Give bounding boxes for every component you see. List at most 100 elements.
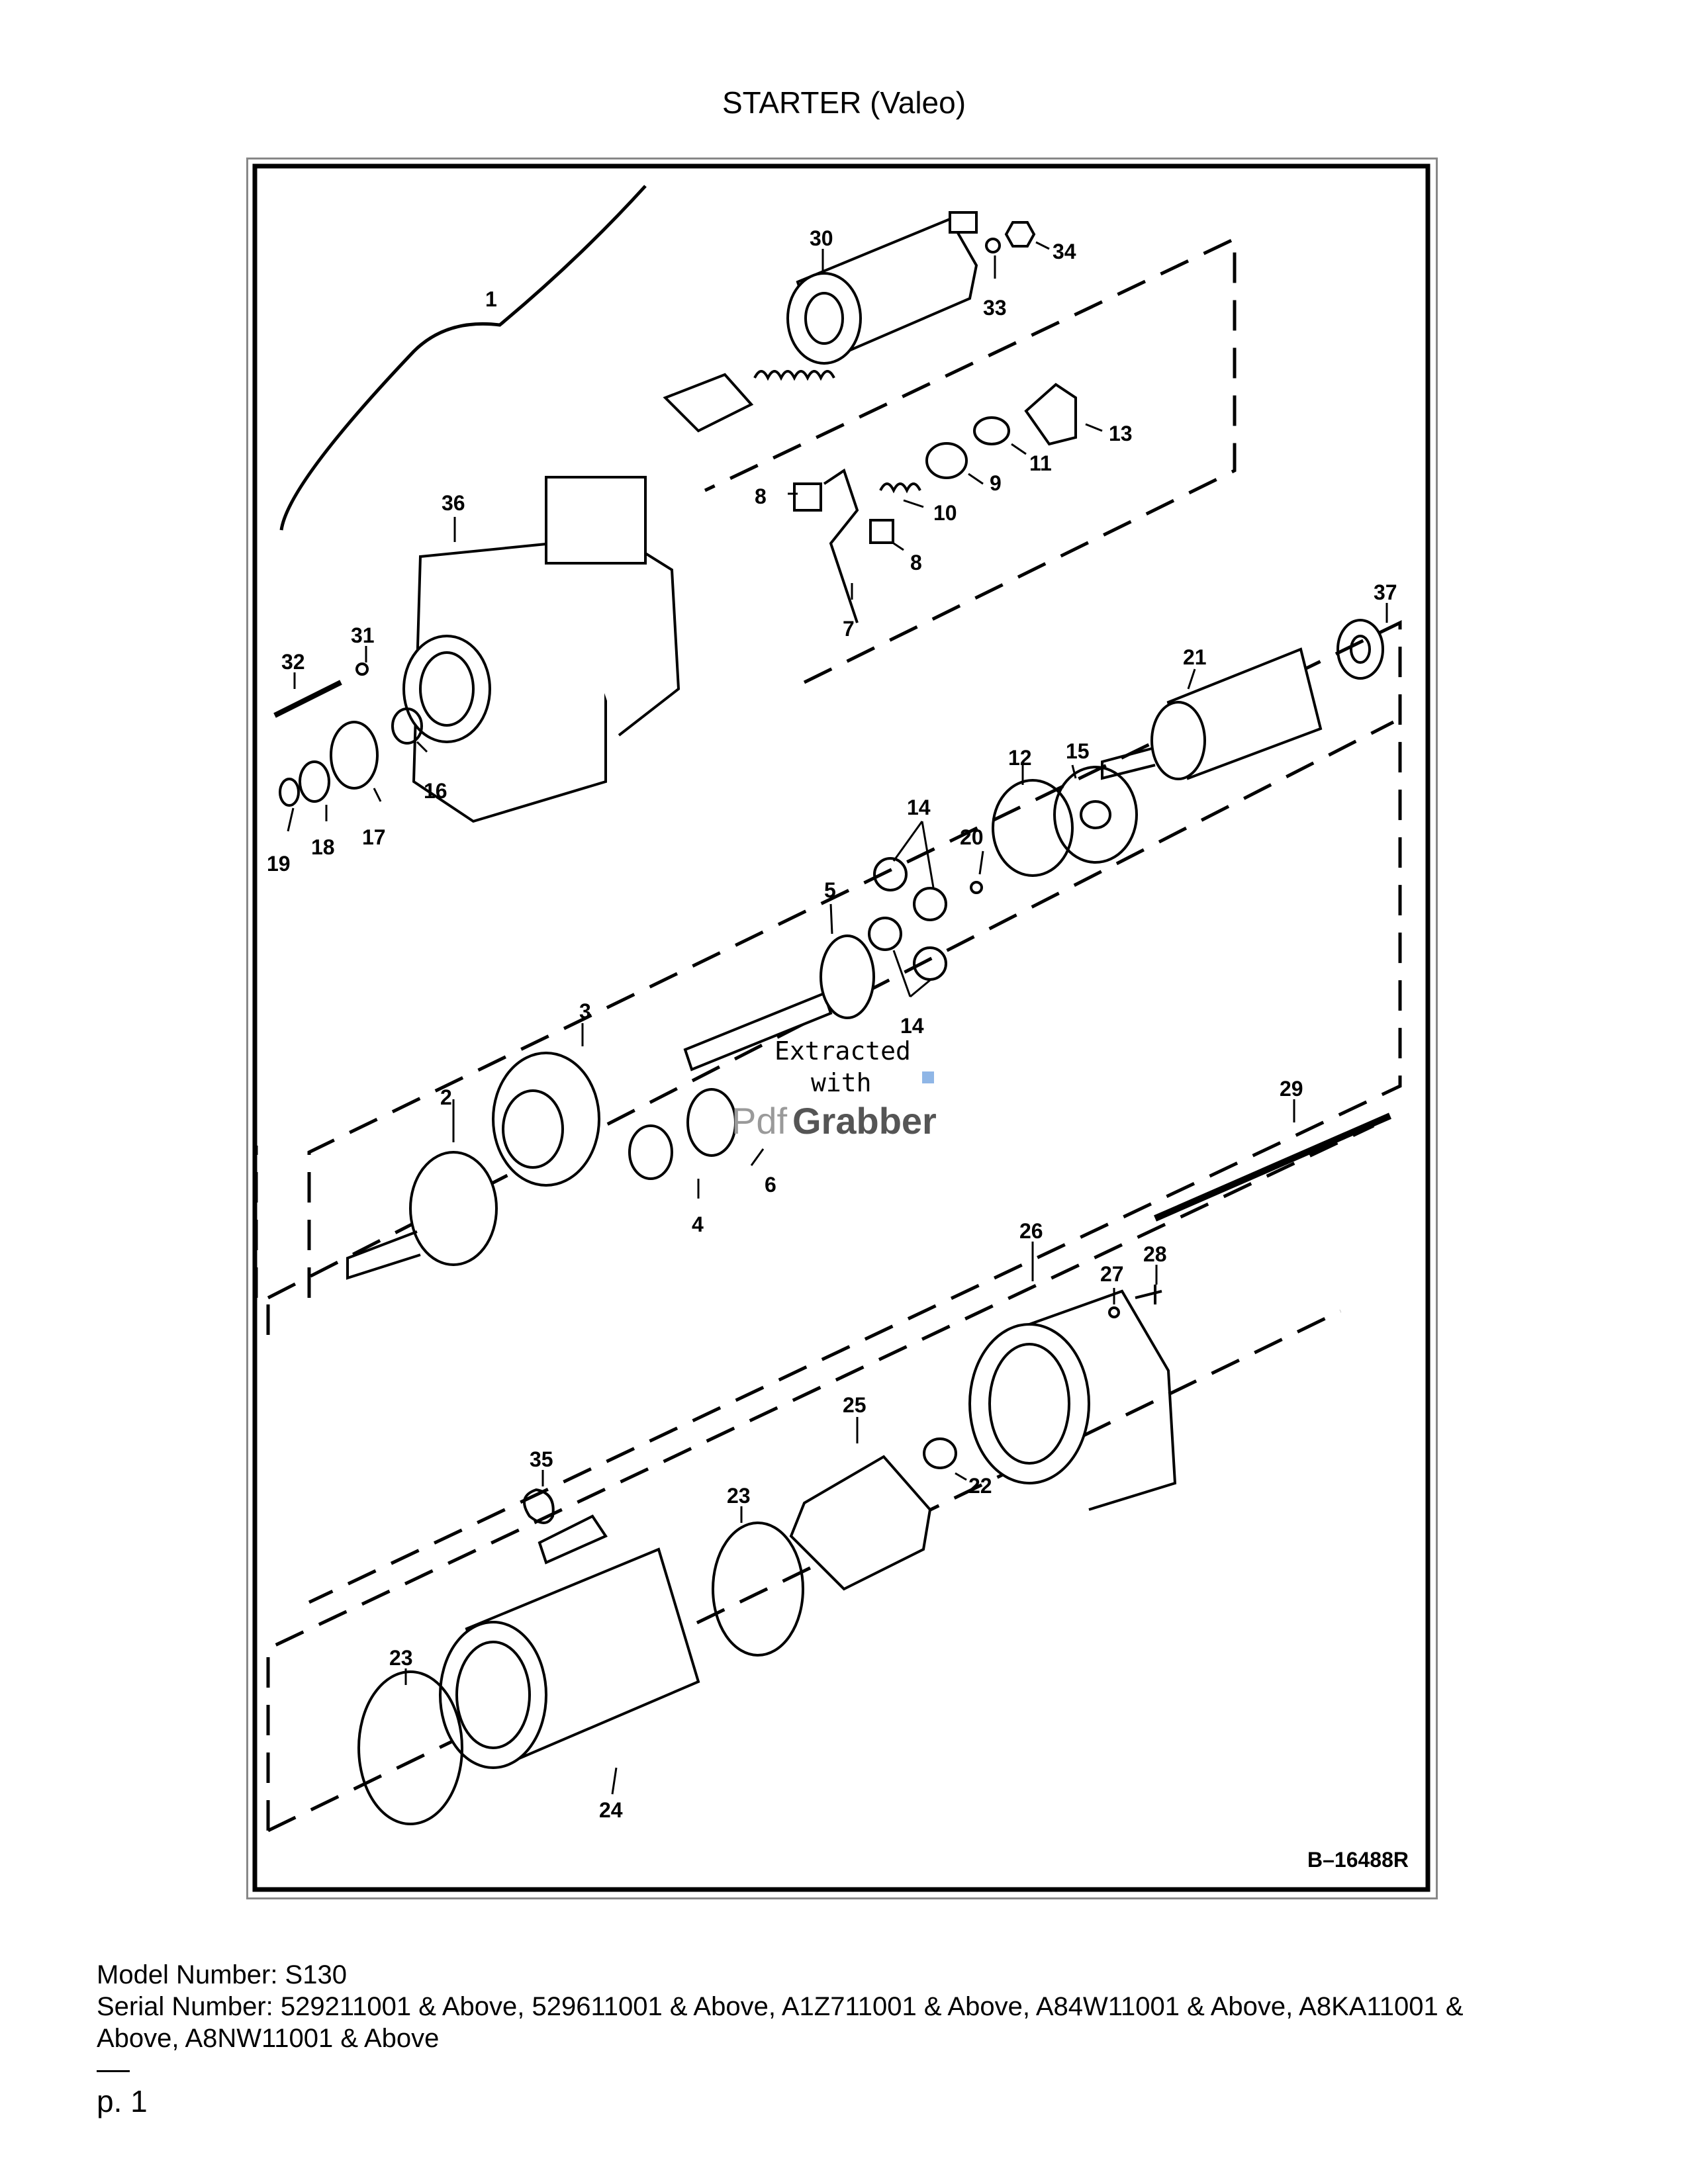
output-shaft-part-2 (346, 1151, 498, 1280)
drawing-id: B–16488R (1307, 1848, 1409, 1872)
svg-text:8: 8 (755, 484, 767, 508)
terminal-part-35 (523, 1488, 555, 1524)
model-number: Model Number: S130 (97, 1960, 347, 1989)
svg-text:36: 36 (442, 491, 465, 515)
svg-text:16: 16 (424, 779, 447, 803)
svg-text:13: 13 (1109, 422, 1133, 445)
fork-lever-part-7 (823, 468, 859, 623)
yoke-part-24 (439, 1547, 700, 1769)
svg-text:33: 33 (983, 296, 1007, 320)
svg-text:Grabber: Grabber (792, 1100, 937, 1142)
end-cap-part-26 (968, 1289, 1177, 1511)
washer-part-27 (1108, 1306, 1120, 1318)
model-serial-info: Model Number: S130 Serial Number: 529211… (97, 1959, 1593, 2054)
spring-part-16 (391, 707, 423, 745)
clip-part-6 (686, 1088, 737, 1157)
svg-text:5: 5 (824, 878, 836, 902)
group-outlines (254, 236, 1402, 1833)
brush-holder-part-25 (789, 1455, 932, 1591)
seal-part-23a (712, 1522, 804, 1657)
svg-text:9: 9 (990, 471, 1002, 495)
pdfgrabber-watermark: Extracted with Pdf Grabber (731, 1036, 937, 1142)
footer-rule (97, 2070, 130, 2072)
svg-text:29: 29 (1280, 1077, 1303, 1101)
svg-text:35: 35 (530, 1447, 553, 1471)
svg-text:3: 3 (579, 999, 591, 1023)
svg-text:19: 19 (267, 852, 291, 876)
diagram-inner-border (252, 163, 1430, 1892)
svg-text:25: 25 (843, 1393, 867, 1417)
svg-text:26: 26 (1019, 1219, 1043, 1243)
svg-text:32: 32 (281, 650, 305, 674)
svg-text:22: 22 (968, 1474, 992, 1498)
serial-numbers-line-2: Above, A8NW11001 & Above (97, 2024, 440, 2053)
serial-numbers-line-1: Serial Number: 529211001 & Above, 529611… (97, 1992, 1464, 2021)
svg-text:18: 18 (311, 835, 335, 859)
plunger (663, 373, 754, 433)
leader-lines (287, 241, 1388, 1795)
bearing-part-37 (1336, 619, 1384, 680)
svg-text:17: 17 (362, 825, 386, 849)
svg-text:24: 24 (599, 1798, 623, 1822)
pinion-part-17 (330, 721, 379, 790)
seal-part-23b (357, 1670, 463, 1825)
ring-part-19 (279, 778, 300, 807)
svg-text:6: 6 (765, 1173, 776, 1197)
ring-part-18 (299, 760, 330, 803)
seal-part-12 (992, 779, 1074, 877)
callout-labels: 1 2 3 4 5 6 7 8 8 9 10 11 12 13 14 14 15… (267, 226, 1397, 1822)
svg-text:27: 27 (1100, 1262, 1124, 1286)
svg-text:23: 23 (389, 1646, 413, 1670)
svg-text:8: 8 (910, 551, 922, 574)
washer-part-20 (970, 881, 983, 894)
exploded-parts-diagram: 1 2 3 4 5 6 7 8 8 9 10 11 12 13 14 14 15… (246, 158, 1438, 1899)
svg-text:20: 20 (960, 825, 984, 849)
planet-carrier-shaft-part-5 (683, 934, 875, 1071)
svg-text:Extracted: Extracted (774, 1036, 911, 1066)
seal-part-11 (973, 416, 1010, 445)
svg-text:28: 28 (1143, 1242, 1167, 1266)
svg-text:23: 23 (727, 1484, 751, 1508)
svg-text:14: 14 (907, 796, 931, 819)
plunger-spring (753, 370, 835, 381)
solenoid-part-30 (786, 211, 978, 365)
svg-text:37: 37 (1374, 580, 1397, 604)
svg-text:15: 15 (1066, 739, 1090, 763)
svg-text:21: 21 (1183, 645, 1207, 669)
drive-housing-part-36 (402, 476, 680, 823)
screw-part-28 (1135, 1285, 1162, 1304)
svg-text:30: 30 (810, 226, 833, 250)
washer-part-22 (923, 1437, 957, 1469)
diagram-canvas: 1 2 3 4 5 6 7 8 8 9 10 11 12 13 14 14 15… (252, 163, 1430, 1892)
pin-part-8a (793, 482, 822, 512)
assembly-bracket (279, 185, 647, 531)
svg-text:4: 4 (692, 1212, 704, 1236)
page-title: STARTER (Valeo) (722, 85, 966, 120)
washer-part-4 (628, 1124, 673, 1180)
svg-text:11: 11 (1029, 451, 1052, 475)
through-bolt-part-29 (1153, 1113, 1392, 1222)
svg-text:1: 1 (485, 287, 497, 311)
cover-part-13 (1024, 383, 1077, 446)
svg-text:Pdf: Pdf (731, 1100, 787, 1142)
pin-part-8b (869, 519, 894, 544)
armature-part-21 (1101, 647, 1323, 780)
svg-text:31: 31 (351, 623, 375, 647)
svg-text:34: 34 (1053, 240, 1076, 263)
bolt-part-32 (273, 680, 342, 718)
spring-part-9 (925, 442, 968, 479)
washer-part-33 (985, 238, 1001, 253)
svg-text:with: with (811, 1068, 872, 1097)
svg-text:14: 14 (900, 1014, 924, 1038)
washer-part-31 (355, 662, 369, 676)
ring-gear-part-3 (492, 1052, 600, 1187)
svg-text:10: 10 (933, 501, 957, 525)
nut-part-34 (1004, 221, 1036, 248)
spring-part-10 (879, 482, 921, 494)
planet-gears-part-14 (868, 857, 947, 981)
svg-text:2: 2 (440, 1085, 452, 1109)
svg-text:7: 7 (843, 617, 855, 641)
svg-text:12: 12 (1008, 746, 1032, 770)
page-number: p. 1 (97, 2084, 148, 2118)
plate-part-15 (1053, 766, 1138, 864)
